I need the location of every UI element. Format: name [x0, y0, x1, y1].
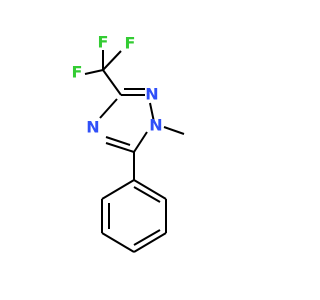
atom-n-upper: N	[145, 85, 158, 104]
bond-c-f-right	[102, 50, 122, 71]
bond-ph-double-2	[133, 229, 161, 246]
bond-n4-c3	[99, 98, 118, 119]
atom-n-methyl: N	[149, 116, 162, 135]
bond-ph-4	[101, 232, 135, 253]
molecule-structure: F F F N N N	[0, 0, 300, 300]
bond-ph-3	[133, 232, 167, 253]
atom-labels: F F F N N N	[72, 33, 163, 137]
canvas-background	[0, 0, 300, 300]
atom-f-right: F	[125, 34, 136, 53]
bond-n2-n1	[149, 102, 155, 123]
bond-n1-c5	[133, 131, 148, 153]
atom-f-top: F	[98, 33, 109, 52]
bond-c-f-left	[84, 69, 104, 75]
bond-c5-n4	[105, 142, 135, 153]
bond-ph-6	[101, 179, 135, 200]
bond-n1-methyl	[163, 126, 185, 135]
atom-n-left: N	[86, 118, 99, 137]
bond-ph-double-1	[133, 186, 161, 203]
bond-c5-n4-double	[105, 136, 131, 146]
bonds	[84, 50, 185, 253]
bond-cf3-ring	[102, 69, 122, 96]
atom-f-left: F	[72, 63, 83, 82]
bond-ph-1	[133, 179, 167, 200]
